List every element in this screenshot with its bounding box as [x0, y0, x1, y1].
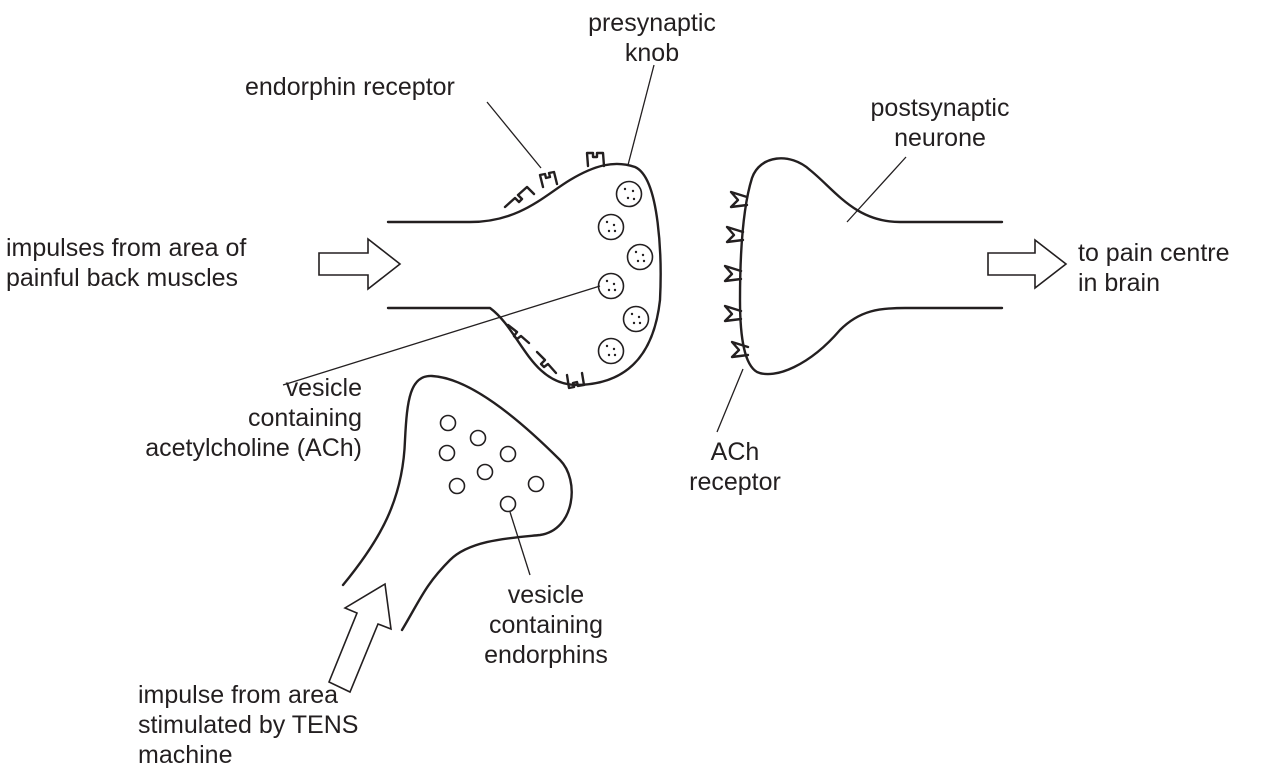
endorphin-vesicle	[440, 446, 455, 461]
postsynaptic-neurone-outline	[740, 158, 1002, 374]
ach-receptor-label: ACh receptor	[650, 437, 820, 497]
endorphin-receptor-icon	[505, 187, 534, 207]
ach-receptor-icon	[731, 192, 747, 207]
impulse-in-arrow-icon	[319, 239, 400, 289]
endorphin-vesicle	[501, 447, 516, 462]
ach-receptor-icon	[727, 227, 743, 242]
postsynaptic-neurone-label: postsynaptic neurone	[840, 93, 1040, 153]
ach-receptor-icon	[732, 342, 748, 357]
ach-vesicles	[599, 182, 653, 364]
endorphin-vesicle	[471, 431, 486, 446]
impulse-tens-label: impulse from area stimulated by TENS mac…	[138, 680, 358, 770]
ach-vesicle	[599, 215, 624, 240]
endorphin-receptor-label: endorphin receptor	[245, 72, 455, 102]
endorphin-vesicle	[529, 477, 544, 492]
endorphin-receptors	[505, 153, 604, 388]
endorphin-vesicle	[501, 497, 516, 512]
ach-vesicle	[599, 274, 624, 299]
leader-line	[847, 157, 906, 222]
endorphin-receptor-icon	[540, 172, 557, 187]
ach-vesicle	[624, 307, 649, 332]
leader-lines	[283, 65, 906, 575]
ach-vesicle	[617, 182, 642, 207]
endorphin-vesicle	[478, 465, 493, 480]
vesicle-endorphins-label: vesicle containing endorphins	[446, 580, 646, 670]
leader-line	[628, 65, 654, 165]
leader-line	[510, 512, 530, 575]
leader-line	[487, 102, 541, 168]
ach-vesicle	[599, 339, 624, 364]
vesicle-ach-label: vesicle containing acetylcholine (ACh)	[100, 373, 362, 463]
endorphin-vesicle	[450, 479, 465, 494]
presynaptic-knob-label: presynaptic knob	[562, 8, 742, 68]
leader-line	[717, 369, 743, 432]
tens-impulse-arrow-icon	[329, 584, 391, 692]
impulse-out-arrow-icon	[988, 240, 1066, 288]
ach-receptor-icon	[725, 266, 741, 281]
ach-vesicle	[628, 245, 653, 270]
ach-receptor-icon	[725, 306, 741, 321]
to-pain-centre-label: to pain centre in brain	[1078, 238, 1230, 298]
impulses-from-back-label: impulses from area of painful back muscl…	[6, 233, 246, 293]
endorphin-vesicle	[441, 416, 456, 431]
endorphin-receptor-icon	[587, 153, 604, 166]
